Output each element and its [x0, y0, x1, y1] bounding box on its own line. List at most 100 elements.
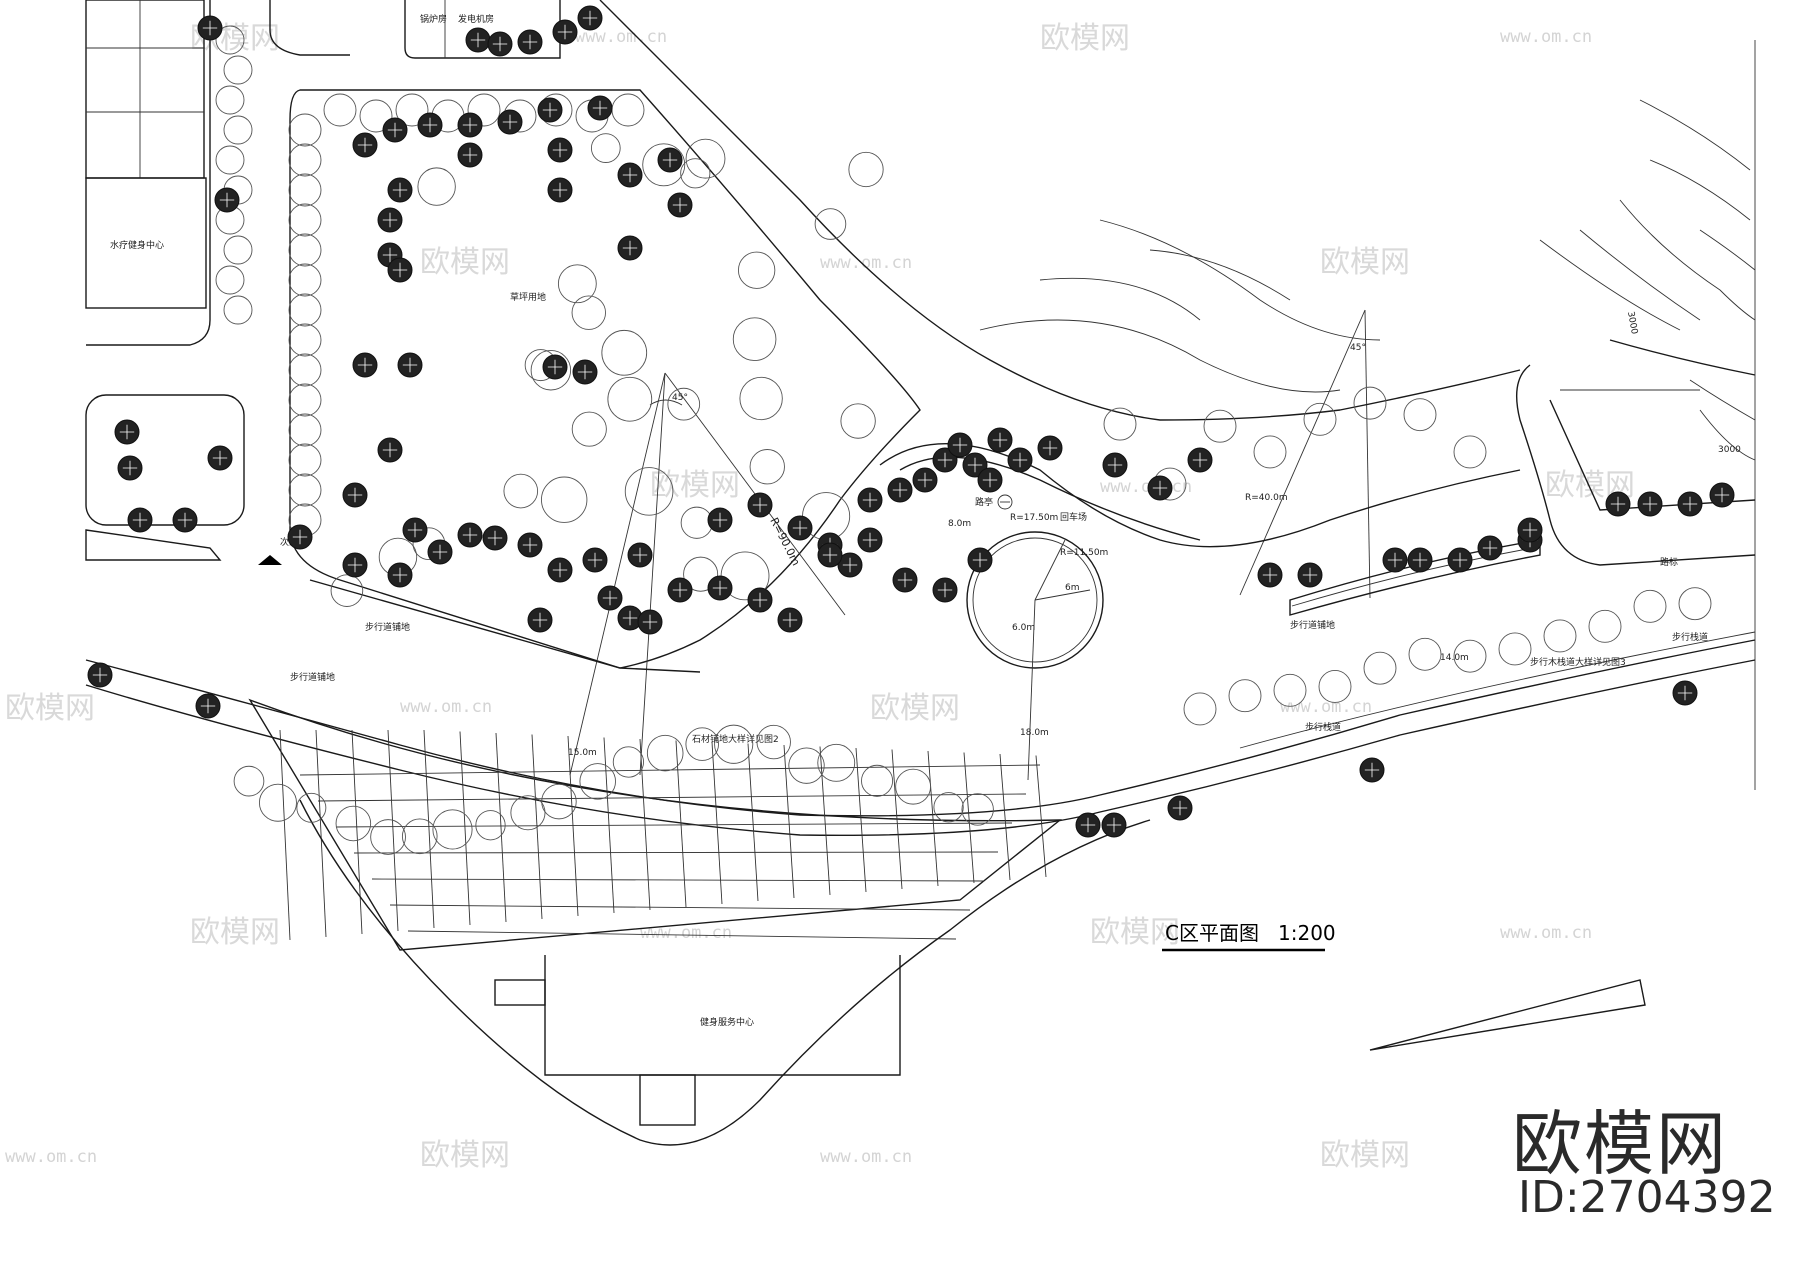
tree-outline-icon	[288, 263, 322, 297]
tree-outline-icon	[401, 818, 438, 855]
tree-outline-icon	[571, 411, 607, 447]
label-paving-2: 步行道铺地	[290, 671, 335, 683]
tree-outline-icon	[624, 467, 674, 516]
watermark-brand: 欧模网	[1320, 1138, 1410, 1173]
tree-mark-icon	[492, 36, 508, 52]
tree-outline-icon	[840, 403, 876, 439]
tree-outline-icon	[395, 93, 429, 127]
tree-mark-icon	[822, 547, 838, 563]
tree-mark-icon	[422, 117, 438, 133]
tree-outline-icon	[540, 476, 588, 523]
tree-mark-icon	[347, 557, 363, 573]
tree-outline-icon	[288, 113, 322, 147]
tree-outline-icon	[848, 151, 884, 188]
tree-mark-icon	[1364, 762, 1380, 778]
tree-mark-icon	[382, 442, 398, 458]
label-road-sign: 路标	[1660, 556, 1678, 568]
drawing-title: C区平面图	[1165, 921, 1259, 945]
label-contour-1: 3000	[1625, 311, 1639, 336]
tree-outline-icon	[590, 133, 621, 163]
tree-outline-icon	[288, 323, 322, 357]
tree-outline-icon	[749, 449, 785, 485]
watermark-brand: 欧模网	[1090, 915, 1180, 950]
tree-outline-icon	[288, 443, 322, 477]
tree-outline-icon	[223, 295, 253, 325]
tree-mark-icon	[462, 527, 478, 543]
tree-mark-icon	[502, 114, 518, 130]
tree-outline-icon	[683, 556, 719, 592]
tree-outline-icon	[1453, 639, 1487, 673]
tree-mark-icon	[392, 182, 408, 198]
tree-mark-icon	[672, 582, 688, 598]
watermark-brand: 欧模网	[1040, 21, 1130, 56]
watermark-url: www.om.cn	[820, 253, 912, 273]
tree-mark-icon	[1106, 817, 1122, 833]
tree-outline-icon	[1363, 651, 1397, 685]
tree-outline-icon	[335, 805, 372, 842]
tree-outline-icon	[370, 819, 406, 855]
watermark-url: www.om.cn	[640, 923, 732, 943]
wedge-shape	[1369, 979, 1646, 1051]
tree-mark-icon	[552, 562, 568, 578]
tree-mark-icon	[712, 512, 728, 528]
tree-outline-icon	[737, 251, 776, 289]
tree-outline-icon	[330, 574, 364, 607]
label-dim-7: 18.0m	[1020, 728, 1049, 738]
tree-mark-icon	[357, 357, 373, 373]
tree-mark-icon	[892, 482, 908, 498]
watermark-url: www.om.cn	[1100, 477, 1192, 497]
tree-mark-icon	[547, 359, 563, 375]
watermark-url: www.om.cn	[1500, 923, 1592, 943]
tree-mark-icon	[1107, 457, 1123, 473]
watermark-url: www.om.cn	[1500, 27, 1592, 47]
tree-mark-icon	[712, 580, 728, 596]
tree-mark-icon	[1714, 487, 1730, 503]
tree-outline-icon	[223, 55, 253, 85]
tree-outline-icon	[1453, 435, 1487, 469]
tree-mark-icon	[402, 357, 418, 373]
watermark-brand: 欧模网	[650, 468, 740, 503]
watermark-brand: 欧模网	[5, 691, 95, 726]
tree-outline-icon	[223, 235, 253, 265]
circular-plaza	[966, 531, 1104, 781]
main-walkway	[85, 631, 1756, 837]
drawing-title-block: C区平面图 1:200	[1162, 921, 1336, 952]
tree-mark-icon	[1482, 540, 1498, 556]
label-generator-room: 发电机房	[458, 13, 494, 25]
tree-outline-icon	[288, 143, 322, 177]
tree-mark-icon	[937, 452, 953, 468]
tree-mark-icon	[662, 152, 678, 168]
label-dim-1: R=17.50m	[1010, 513, 1058, 523]
tree-mark-icon	[1452, 552, 1468, 568]
tree-outline-icon	[714, 724, 754, 764]
tree-outline-icon	[1543, 619, 1577, 653]
watermark-brand: 欧模网	[420, 1138, 510, 1173]
tree-outline-icon	[646, 734, 684, 772]
tree-outline-icon	[215, 265, 245, 295]
tree-mark-icon	[577, 364, 593, 380]
tree-mark-icon	[119, 424, 135, 440]
tree-mark-icon	[1522, 522, 1538, 538]
label-paving-3: 步行道铺地	[1290, 619, 1335, 631]
brand-logo-text: 欧模网	[1512, 1103, 1728, 1185]
tree-mark-icon	[552, 182, 568, 198]
tree-mark-icon	[982, 472, 998, 488]
watermark-brand: 欧模网	[1320, 245, 1410, 280]
tree-outline-icon	[1228, 679, 1262, 713]
tree-outline-icon	[680, 158, 711, 189]
tree-mark-icon	[552, 142, 568, 158]
fitness-center-building	[299, 799, 1151, 1146]
tree-outline-icon	[359, 99, 393, 133]
lawn-boundary	[289, 89, 921, 669]
tree-mark-icon	[1412, 552, 1428, 568]
label-angle-1: 45°	[672, 393, 688, 403]
tree-outline-icon	[601, 329, 648, 376]
tree-mark-icon	[532, 612, 548, 628]
tree-outline-icon	[642, 143, 686, 187]
tree-mark-icon	[219, 192, 235, 208]
watermark-url: www.om.cn	[575, 27, 667, 47]
tree-mark-icon	[672, 197, 688, 213]
tree-outline-icon	[215, 85, 245, 115]
tree-outline-icon	[1318, 670, 1352, 703]
